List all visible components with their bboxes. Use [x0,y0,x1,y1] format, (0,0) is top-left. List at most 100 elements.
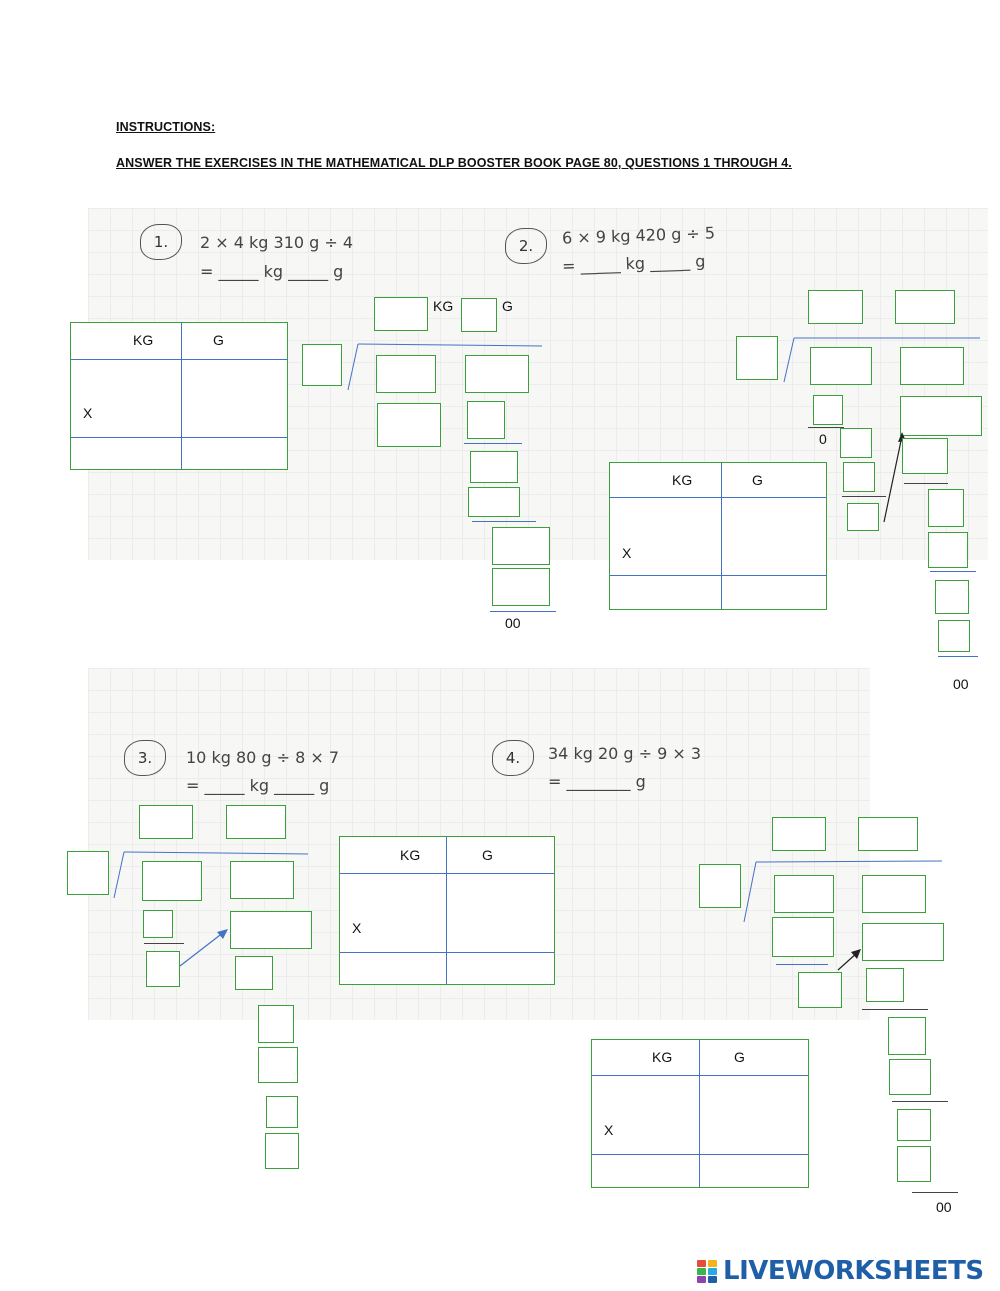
q2-step-4-input[interactable] [928,532,968,568]
q3-arrow [179,929,228,967]
q1-multiplication-table: KG G X [70,322,288,470]
q2-remainder: 00 [953,676,969,692]
q2-subtract-line-1 [904,483,948,484]
q4-step-kg-input[interactable] [772,917,834,957]
q2-step-2-input[interactable] [902,438,948,474]
q2-carry-3-input[interactable] [847,503,879,531]
q4-step-6-input[interactable] [897,1146,931,1182]
q1-step-3-input[interactable] [468,487,520,517]
q2-carry-1-input[interactable] [840,428,872,458]
q1-table-x-label: X [83,405,93,421]
q2-quotient-kg-input[interactable] [808,290,863,324]
q2-dividend-g-input[interactable] [900,347,964,385]
q2-subtract-line-carry [842,496,886,497]
q2-division-bracket [783,337,980,383]
q4-divisor-input[interactable] [699,864,741,908]
liveworksheets-wordmark: LIVEWORKSHEETS [723,1256,984,1286]
q2-quotient-g-input[interactable] [895,290,955,324]
q4-dividend-g-input[interactable] [862,875,926,913]
q4-step-3-input[interactable] [888,1017,926,1055]
q3-step-1-input[interactable] [230,911,312,949]
liveworksheets-logo: LIVEWORKSHEETS [697,1254,984,1288]
q1-dividend-kg-input[interactable] [376,355,436,393]
q3-carry-input[interactable] [146,951,180,987]
q1-subtract-line-1 [464,443,522,444]
q3-step-6-input[interactable] [265,1133,299,1169]
q2-step-kg-input[interactable] [813,395,843,425]
question-1-number: 1. [140,224,182,260]
q3-table-g-label: G [482,847,493,863]
q4-subtract-line-kg [776,964,828,965]
q3-quotient-g-input[interactable] [226,805,286,839]
q1-table-g-label: G [213,332,224,348]
q3-step-2-input[interactable] [235,956,273,990]
q1-quotient-kg-input[interactable] [374,297,428,331]
q2-table-g-label: G [752,472,763,488]
q3-step-4-input[interactable] [258,1047,298,1083]
instructions-text: ANSWER THE EXERCISES IN THE MATHEMATICAL… [116,156,792,170]
q3-quotient-kg-input[interactable] [139,805,193,839]
q4-quotient-g-input[interactable] [858,817,918,851]
q2-subtract-line-kg [808,427,844,428]
question-4-number: 4. [492,740,534,776]
q2-step-5-input[interactable] [935,580,969,614]
q4-step-5-input[interactable] [897,1109,931,1141]
q1-table-kg-label: KG [133,332,154,348]
q1-step-2-input[interactable] [470,451,518,483]
q2-dividend-kg-input[interactable] [810,347,872,385]
q4-multiplication-table: KG G X [591,1039,809,1188]
q2-divisor-input[interactable] [736,336,778,380]
q3-dividend-g-input[interactable] [230,861,294,899]
question-3-answer: = _____ kg _____ g [186,776,330,795]
q3-subtract-line-kg [144,943,184,944]
q1-subtract-line-2 [472,521,536,522]
q1-divisor-input[interactable] [302,344,342,386]
q4-dividend-kg-input[interactable] [774,875,834,913]
question-3-number: 3. [124,740,166,776]
q1-quotient-kg-label: KG [433,298,454,314]
q4-division-bracket [743,860,943,923]
q3-step-kg-input[interactable] [143,910,173,938]
q3-dividend-kg-input[interactable] [142,861,202,901]
q1-quotient-g-label: G [502,298,513,314]
question-3-expression: 10 kg 80 g ÷ 8 × 7 [186,748,340,767]
q4-subtract-line-1 [862,1009,928,1010]
q2-subtract-line-3 [938,656,978,657]
q2-table-x-label: X [622,545,632,561]
q4-subtract-line-3 [912,1192,958,1193]
question-1-answer: = _____ kg _____ g [200,262,344,281]
q4-table-g-label: G [734,1049,745,1065]
q1-division-bracket [347,343,543,391]
q2-carry-2-input[interactable] [843,462,875,492]
q2-step-1-input[interactable] [900,396,982,436]
q3-table-x-label: X [352,920,362,936]
q1-step-5-input[interactable] [492,568,550,606]
q1-step-1-input[interactable] [467,401,505,439]
question-1-expression: 2 × 4 kg 310 g ÷ 4 [200,233,354,252]
q4-table-kg-label: KG [652,1049,673,1065]
q2-step-6-input[interactable] [938,620,970,652]
q4-step-2-input[interactable] [866,968,904,1002]
q2-zero-label: 0 [819,431,827,447]
q4-carry-input[interactable] [798,972,842,1008]
q1-step-kg-input[interactable] [377,403,441,447]
q1-quotient-g-input[interactable] [461,298,497,332]
q4-remainder: 00 [936,1199,952,1215]
q3-step-3-input[interactable] [258,1005,294,1043]
q1-subtract-line-3 [490,611,556,612]
q4-arrow [837,949,861,971]
q1-step-4-input[interactable] [492,527,550,565]
q3-divisor-input[interactable] [67,851,109,895]
liveworksheets-icon [697,1258,719,1284]
q1-dividend-g-input[interactable] [465,355,529,393]
q2-table-kg-label: KG [672,472,693,488]
q4-step-1-input[interactable] [862,923,944,961]
q2-subtract-line-2 [930,571,976,572]
q4-step-4-input[interactable] [889,1059,931,1095]
q3-table-kg-label: KG [400,847,421,863]
q3-step-5-input[interactable] [266,1096,298,1128]
q3-multiplication-table: KG G X [339,836,555,985]
q4-quotient-kg-input[interactable] [772,817,826,851]
q2-multiplication-table: KG G X [609,462,827,610]
q2-step-3-input[interactable] [928,489,964,527]
